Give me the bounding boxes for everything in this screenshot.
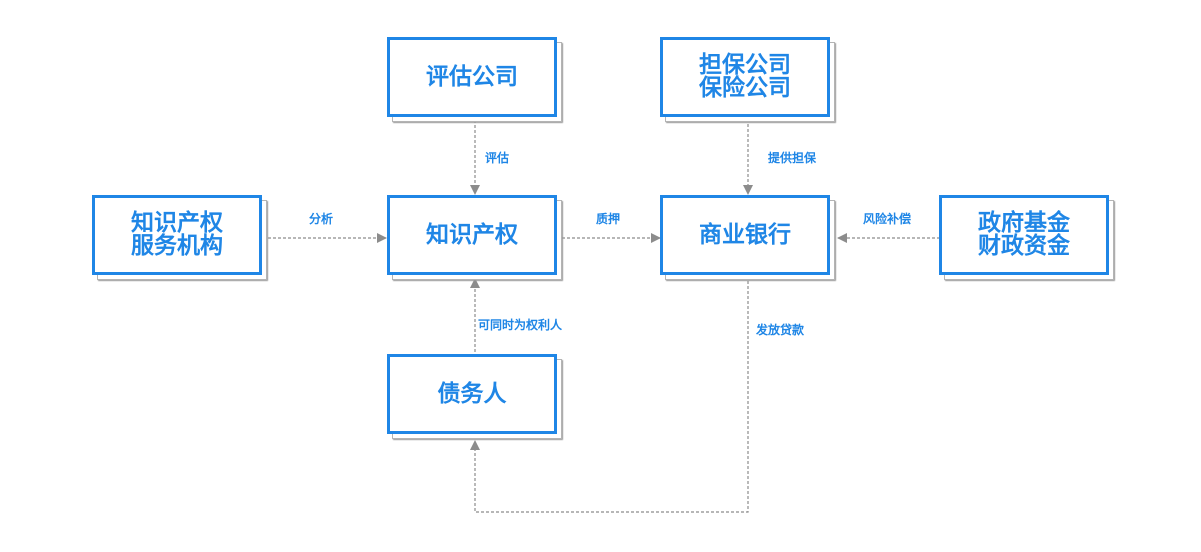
edge-label-pledge: 质押 bbox=[596, 212, 621, 226]
edge-label-risk-compensation: 风险补偿 bbox=[863, 212, 912, 226]
guarantee-insurance-box: 担保公司 保险公司 bbox=[660, 37, 830, 117]
edge-label-also-rights-holder: 可同时为权利人 bbox=[478, 318, 563, 332]
valuation-company-box: 评估公司 bbox=[387, 37, 557, 117]
debtor-label: 债务人 bbox=[437, 380, 507, 407]
intellectual-property-label: 知识产权 bbox=[426, 221, 518, 248]
ip-service-agency-box: 知识产权 服务机构 bbox=[92, 195, 262, 275]
edge-label-analysis: 分析 bbox=[309, 212, 334, 226]
government-fund-label: 政府基金 财政资金 bbox=[978, 210, 1070, 259]
valuation-company-label: 评估公司 bbox=[426, 63, 518, 90]
edge-label-valuation: 评估 bbox=[485, 151, 510, 165]
commercial-bank-box: 商业银行 bbox=[660, 195, 830, 275]
edge-label-guarantee: 提供担保 bbox=[768, 151, 817, 165]
guarantee-insurance-label: 担保公司 保险公司 bbox=[699, 52, 791, 101]
ip-service-agency-label: 知识产权 服务机构 bbox=[131, 210, 223, 259]
commercial-bank-label: 商业银行 bbox=[699, 221, 791, 248]
intellectual-property-box: 知识产权 bbox=[387, 195, 557, 275]
government-fund-box: 政府基金 财政资金 bbox=[939, 195, 1109, 275]
edge-label-issue-loan: 发放贷款 bbox=[756, 323, 805, 337]
edge-bank-to-debtor bbox=[470, 281, 749, 513]
debtor-box: 债务人 bbox=[387, 354, 557, 434]
